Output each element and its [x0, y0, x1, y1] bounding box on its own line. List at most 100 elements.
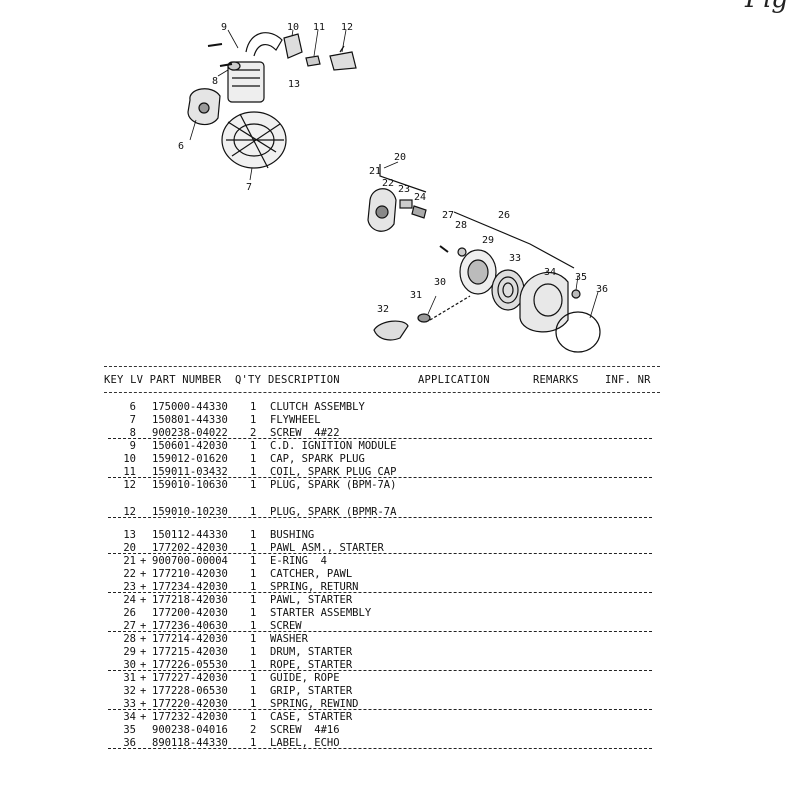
row-underline — [108, 438, 652, 439]
callout-12: 12 — [341, 22, 353, 33]
callout-10: 10 — [287, 22, 299, 33]
qty-cell: 1 — [250, 685, 257, 697]
col-remarks: REMARKS — [533, 374, 579, 386]
description-cell: LABEL, ECHO — [270, 737, 340, 749]
qty-cell: 1 — [250, 529, 257, 541]
description-cell: PAWL ASM., STARTER — [270, 542, 384, 554]
callout-13: 13 — [288, 79, 300, 90]
key-cell: 20 — [123, 542, 136, 554]
page-corner-label: Fig — [745, 0, 788, 14]
description-cell: SCREW 4#16 — [270, 724, 340, 736]
qty-cell: 1 — [250, 646, 257, 658]
key-cell: 21 — [123, 555, 136, 567]
qty-cell: 1 — [250, 698, 257, 710]
callout-31: 31 — [410, 290, 422, 301]
qty-cell: 1 — [250, 479, 257, 491]
exploded-parts-diagram: 9 10 11 12 13 8 6 7 20 21 22 23 24 27 28… — [178, 22, 608, 353]
echo-label — [555, 311, 601, 353]
part-number-cell: 177234-42030 — [152, 581, 228, 593]
key-cell: 23 — [123, 581, 136, 593]
description-cell: PLUG, SPARK (BPMR-7A — [270, 506, 397, 518]
description-cell: CLUTCH ASSEMBLY — [270, 401, 365, 413]
col-qty: Q'TY — [235, 374, 262, 386]
part-number-cell: 150112-44330 — [152, 529, 228, 541]
col-application: APPLICATION — [418, 374, 490, 386]
qty-cell: 1 — [250, 555, 257, 567]
row-underline — [108, 709, 652, 710]
starter-rope — [429, 295, 471, 321]
part-number-cell: 159012-01620 — [152, 453, 228, 465]
level-cell: + — [140, 672, 147, 684]
qty-cell: 2 — [250, 724, 257, 736]
level-cell: + — [140, 568, 147, 580]
qty-cell: 1 — [250, 401, 257, 413]
callout-21: 21 — [369, 166, 381, 177]
key-cell: 31 — [123, 672, 136, 684]
starter-grip — [373, 320, 409, 341]
level-cell: + — [140, 555, 147, 567]
callout-9: 9 — [221, 22, 227, 33]
callout-24: 24 — [414, 192, 426, 203]
key-cell: 12 — [123, 506, 136, 518]
callout-30: 30 — [434, 277, 446, 288]
description-cell: SPRING, RETURN — [270, 581, 359, 593]
part-number-cell: 177227-42030 — [152, 672, 228, 684]
description-cell: SPRING, REWIND — [270, 698, 359, 710]
description-cell: E-RING 4 — [270, 555, 327, 567]
description-cell: ROPE, STARTER — [270, 659, 353, 671]
part-number-cell: 890118-44330 — [152, 737, 228, 749]
description-cell: DRUM, STARTER — [270, 646, 353, 658]
qty-cell: 1 — [250, 506, 257, 518]
description-cell: CAP, SPARK PLUG — [270, 453, 365, 465]
description-cell: STARTER ASSEMBLY — [270, 607, 372, 619]
key-cell: 11 — [123, 466, 136, 478]
part-number-cell: 177200-42030 — [152, 607, 228, 619]
callout-35: 35 — [575, 272, 587, 283]
part-number-cell: 175000-44330 — [152, 401, 228, 413]
key-cell: 33 — [123, 698, 136, 710]
part-number-cell: 177228-06530 — [152, 685, 228, 697]
key-cell: 36 — [123, 737, 136, 749]
part-number-cell: 150601-42030 — [152, 440, 228, 452]
key-cell: 32 — [123, 685, 136, 697]
part-number-cell: 900700-00004 — [152, 555, 228, 567]
part-number-cell: 177215-42030 — [152, 646, 228, 658]
spark-plug — [329, 51, 357, 71]
callout-36: 36 — [596, 284, 608, 295]
callout-27: 27 — [442, 210, 454, 221]
row-underline — [108, 670, 652, 671]
qty-cell: 1 — [250, 711, 257, 723]
part-number-cell: 159010-10630 — [152, 479, 228, 491]
screw-8 — [207, 43, 223, 47]
qty-cell: 1 — [250, 607, 257, 619]
callout-11: 11 — [313, 22, 325, 33]
callout-20: 20 — [394, 152, 406, 163]
key-cell: 24 — [123, 594, 136, 606]
bushing — [227, 61, 241, 71]
description-cell: SCREW — [270, 620, 302, 632]
row-underline — [108, 592, 652, 593]
level-cell: + — [140, 685, 147, 697]
qty-cell: 1 — [250, 659, 257, 671]
qty-cell: 1 — [250, 594, 257, 606]
key-cell: 7 — [129, 414, 136, 426]
rewind-spring — [491, 269, 525, 311]
level-cell: + — [140, 620, 147, 632]
part-number-cell: 177214-42030 — [152, 633, 228, 645]
description-cell: BUSHING — [270, 529, 315, 541]
ignition-wire — [245, 32, 283, 57]
key-cell: 26 — [123, 607, 136, 619]
row-underline — [108, 553, 652, 554]
